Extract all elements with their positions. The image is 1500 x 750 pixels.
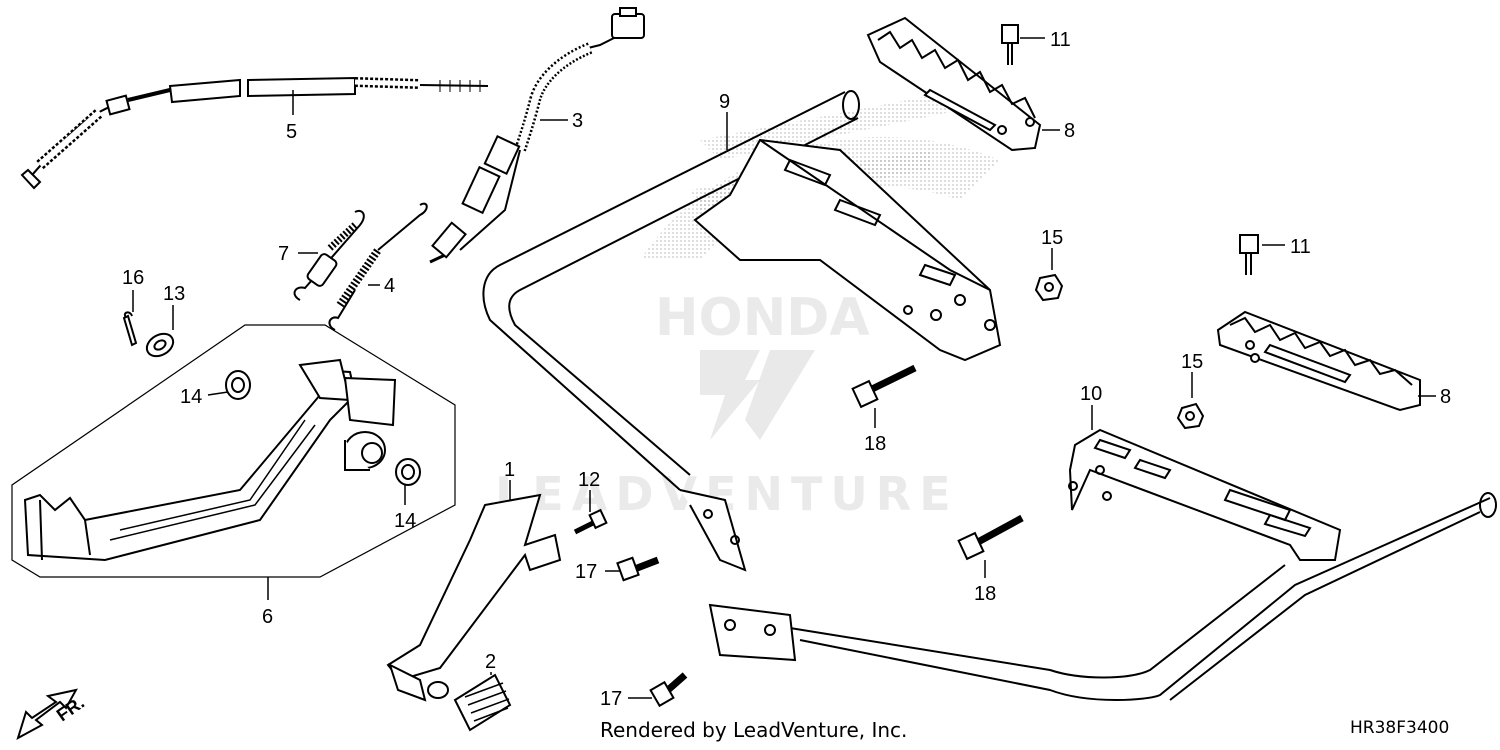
pedal-rubber-2	[453, 673, 512, 732]
spring-7	[293, 209, 365, 301]
part-label-11b[interactable]: 11	[1290, 236, 1311, 258]
leadventure-logo: LEADVENTURE	[495, 350, 951, 521]
part-label-14b[interactable]: 14	[394, 510, 416, 532]
bolt-11b	[1239, 234, 1259, 275]
part-label-18a[interactable]: 18	[864, 433, 886, 455]
cotter-pin-16	[122, 311, 138, 347]
bushing-14a	[225, 370, 251, 400]
footpeg-8-lower	[1216, 310, 1421, 412]
brake-pedal-6	[23, 358, 397, 562]
bushing-14b	[395, 458, 421, 486]
front-direction-arrow-icon: FR.	[16, 688, 88, 741]
brake-switch	[429, 7, 645, 264]
part-label-8b[interactable]: 8	[1440, 386, 1451, 408]
part-label-13[interactable]: 13	[163, 283, 185, 305]
part-label-11a[interactable]: 11	[1050, 29, 1071, 51]
footpeg-frame-9	[482, 90, 1002, 572]
bolt-18a	[851, 364, 917, 409]
part-label-15b[interactable]: 15	[1181, 351, 1203, 373]
washer-13	[145, 332, 175, 358]
footpeg-8-upper	[866, 16, 1042, 152]
part-label-9[interactable]: 9	[719, 91, 730, 113]
part-label-7[interactable]: 7	[278, 243, 289, 265]
footpeg-frame-10	[708, 428, 1497, 701]
bolt-12	[573, 508, 608, 535]
part-label-5[interactable]: 5	[286, 121, 297, 143]
part-label-12[interactable]: 12	[578, 469, 600, 491]
part-label-18b[interactable]: 18	[974, 583, 996, 605]
bolt-17a	[616, 556, 660, 582]
part-label-10[interactable]: 10	[1080, 383, 1102, 405]
brake-pedal-arm-1	[386, 493, 562, 702]
part-label-14a[interactable]: 14	[180, 386, 202, 408]
part-label-4[interactable]: 4	[384, 275, 395, 297]
render-credit: Rendered by LeadVenture, Inc.	[600, 718, 908, 742]
pedal-assembly-outline	[11, 324, 456, 578]
diagram-code: HR38F3400	[1350, 718, 1450, 738]
honda-watermark-text: HONDA	[655, 288, 870, 348]
part-label-2[interactable]: 2	[485, 651, 496, 673]
bolt-11a	[1001, 24, 1019, 65]
part-label-6[interactable]: 6	[262, 606, 273, 628]
part-label-17b[interactable]: 17	[600, 688, 622, 710]
nut-15a	[1034, 273, 1064, 302]
part-label-16[interactable]: 16	[122, 267, 144, 289]
brake-cable	[20, 76, 489, 190]
part-label-17a[interactable]: 17	[575, 561, 597, 583]
spring-4	[328, 202, 428, 331]
part-label-1[interactable]: 1	[504, 459, 515, 481]
bolt-17b	[649, 672, 688, 708]
nut-15b	[1176, 402, 1205, 430]
bolt-18b	[957, 514, 1024, 561]
part-label-8a[interactable]: 8	[1064, 120, 1075, 142]
part-label-3[interactable]: 3	[572, 110, 583, 132]
part-label-15a[interactable]: 15	[1041, 227, 1063, 249]
